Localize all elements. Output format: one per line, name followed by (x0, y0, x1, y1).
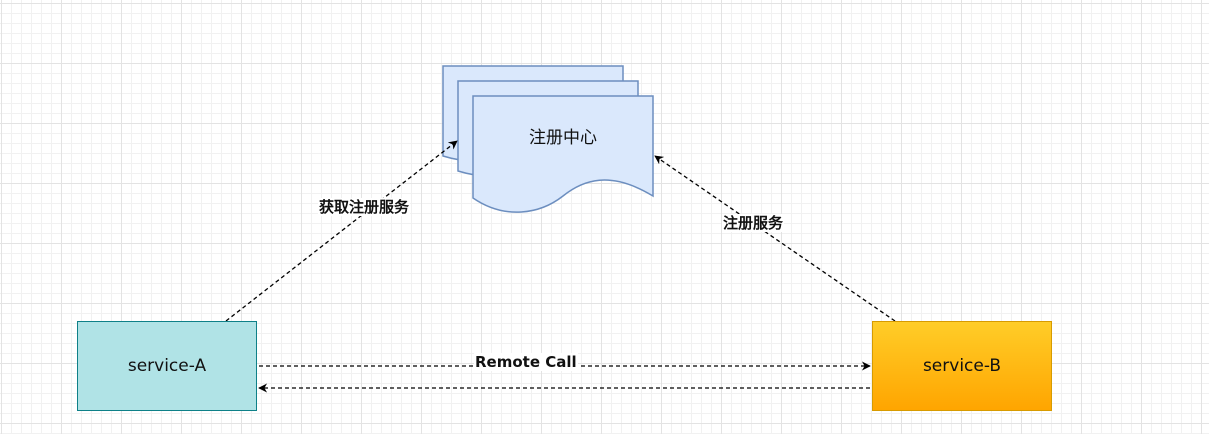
service-a-node[interactable]: service-A (77, 321, 257, 411)
edge-label-remote-call: Remote Call (474, 353, 578, 371)
edge-get-services[interactable] (225, 140, 458, 322)
edge-label-register: 注册服务 (722, 214, 785, 232)
registry-doc-front (472, 95, 654, 213)
service-a-label: service-A (127, 356, 207, 376)
service-b-node[interactable]: service-B (872, 321, 1052, 411)
service-b-label: service-B (922, 356, 1002, 376)
edge-register[interactable] (654, 155, 896, 322)
registry-label: 注册中心 (529, 128, 597, 148)
registry-node[interactable]: 注册中心 (442, 65, 654, 213)
edge-label-get-services: 获取注册服务 (318, 198, 411, 216)
